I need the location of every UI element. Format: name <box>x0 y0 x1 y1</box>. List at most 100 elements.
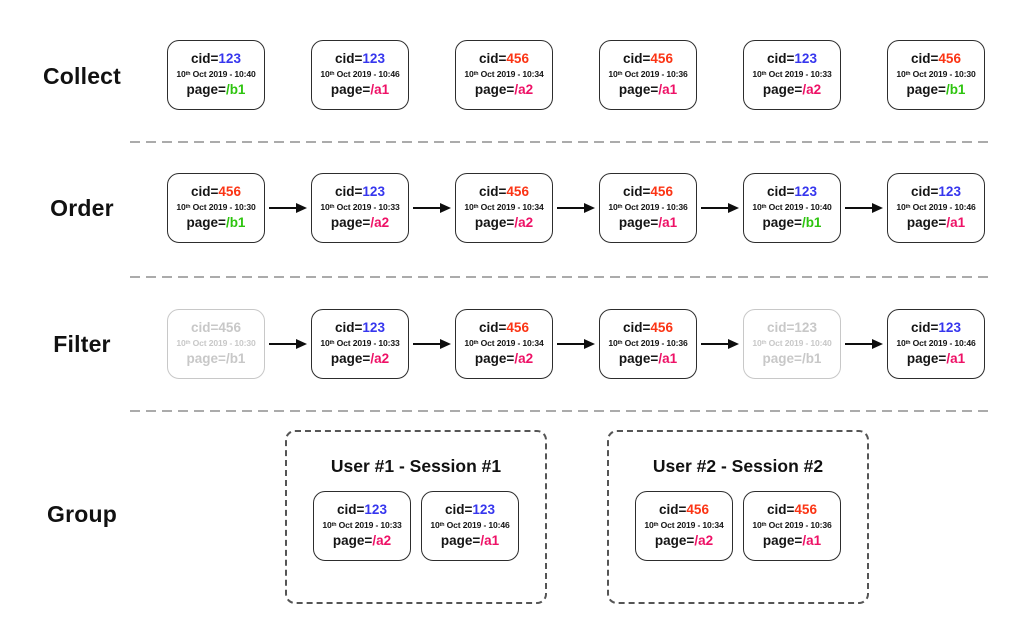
cid-line: cid=456 <box>623 51 673 67</box>
timestamp: 10th Oct 2019 - 10:34 <box>464 338 544 349</box>
page-value: /a1 <box>658 350 678 366</box>
arrow-shaft <box>557 342 584 346</box>
page-label: page= <box>330 214 371 230</box>
timestamp: 10th Oct 2019 - 10:36 <box>608 338 688 349</box>
page-value: /a2 <box>372 532 392 548</box>
timestamp: 10th Oct 2019 - 10:46 <box>430 520 510 531</box>
ordinal-suffix: th <box>905 204 911 211</box>
cid-line: cid=456 <box>479 51 529 67</box>
arrow-head <box>440 339 451 349</box>
cid-value: 123 <box>472 502 495 518</box>
ordinal-suffix: th <box>439 522 445 529</box>
stage-divider <box>130 410 988 412</box>
cid-label: cid= <box>335 51 363 67</box>
cid-label: cid= <box>623 184 651 200</box>
timestamp: 10th Oct 2019 - 10:46 <box>320 69 400 80</box>
cid-label: cid= <box>767 502 795 518</box>
cid-value: 456 <box>794 502 817 518</box>
timestamp: 10th Oct 2019 - 10:30 <box>176 338 256 349</box>
ordinal-suffix: th <box>653 522 659 529</box>
cid-value: 456 <box>686 502 709 518</box>
stage-label-order: Order <box>50 195 114 221</box>
timestamp: 10th Oct 2019 - 10:34 <box>464 202 544 213</box>
cid-label: cid= <box>479 184 507 200</box>
cid-line: cid=123 <box>191 51 241 67</box>
stage-divider <box>130 141 988 143</box>
cid-line: cid=123 <box>335 184 385 200</box>
page-label: page= <box>618 214 659 230</box>
cid-value: 123 <box>794 51 817 67</box>
cid-line: cid=456 <box>191 184 241 200</box>
cid-value: 123 <box>938 320 961 336</box>
page-label: page= <box>474 81 515 97</box>
cid-value: 123 <box>794 320 817 336</box>
cid-value: 123 <box>362 320 385 336</box>
cid-line: cid=123 <box>767 51 817 67</box>
cid-line: cid=456 <box>911 51 961 67</box>
ordinal-suffix: th <box>185 340 191 347</box>
cid-value: 456 <box>938 51 961 67</box>
stage-label-collect: Collect <box>42 63 122 89</box>
page-line: page=/a1 <box>441 533 499 549</box>
page-line: page=/a2 <box>475 350 534 367</box>
timestamp: 10th Oct 2019 - 10:34 <box>644 520 724 531</box>
ordinal-suffix: th <box>185 204 191 211</box>
ordinal-suffix: th <box>185 71 191 78</box>
timestamp: 10th Oct 2019 - 10:33 <box>752 69 832 80</box>
arrow-head <box>872 203 883 213</box>
cid-label: cid= <box>479 320 507 336</box>
stage-label-filter: Filter <box>53 331 111 357</box>
ordinal-suffix: th <box>331 522 337 529</box>
cid-value: 456 <box>650 184 673 200</box>
arrow-shaft <box>845 342 872 346</box>
timestamp: 10th Oct 2019 - 10:33 <box>320 202 400 213</box>
page-value: /b1 <box>225 81 246 97</box>
ordinal-suffix: th <box>617 71 623 78</box>
timestamp: 10th Oct 2019 - 10:33 <box>322 520 402 531</box>
page-value: /a1 <box>658 81 678 97</box>
cid-line: cid=123 <box>767 320 817 336</box>
cid-line: cid=456 <box>623 184 673 200</box>
page-line: page=/a2 <box>763 82 821 98</box>
page-value: /a1 <box>946 350 966 366</box>
ordinal-suffix: th <box>617 204 623 211</box>
arrow-right-icon <box>409 203 455 213</box>
cid-label: cid= <box>767 184 795 200</box>
cid-line: cid=123 <box>335 320 385 336</box>
cid-label: cid= <box>911 184 939 200</box>
page-value: /a2 <box>514 350 534 366</box>
page-label: page= <box>186 350 226 366</box>
page-label: page= <box>618 81 659 97</box>
ordinal-suffix: th <box>761 71 767 78</box>
arrow-shaft <box>413 206 440 210</box>
arrow-right-icon <box>841 203 887 213</box>
page-value: /a2 <box>694 532 714 548</box>
page-value: /a2 <box>370 350 390 366</box>
cid-label: cid= <box>911 51 939 67</box>
ordinal-suffix: th <box>473 204 479 211</box>
page-value: /a1 <box>658 214 678 230</box>
cid-line: cid=456 <box>479 184 529 200</box>
timestamp: 10th Oct 2019 - 10:46 <box>896 338 976 349</box>
cid-value: 456 <box>506 51 529 67</box>
cid-label: cid= <box>445 502 473 518</box>
page-line: page=/a2 <box>655 532 714 549</box>
cid-label: cid= <box>479 51 507 67</box>
arrow-head <box>584 203 595 213</box>
page-value: /a2 <box>514 81 534 97</box>
page-line: page=/a2 <box>330 214 389 231</box>
arrow-head <box>440 203 451 213</box>
timestamp: 10th Oct 2019 - 10:36 <box>752 520 832 531</box>
cid-value: 456 <box>506 320 529 336</box>
timestamp: 10th Oct 2019 - 10:40 <box>752 202 832 213</box>
arrow-right-icon <box>553 203 599 213</box>
